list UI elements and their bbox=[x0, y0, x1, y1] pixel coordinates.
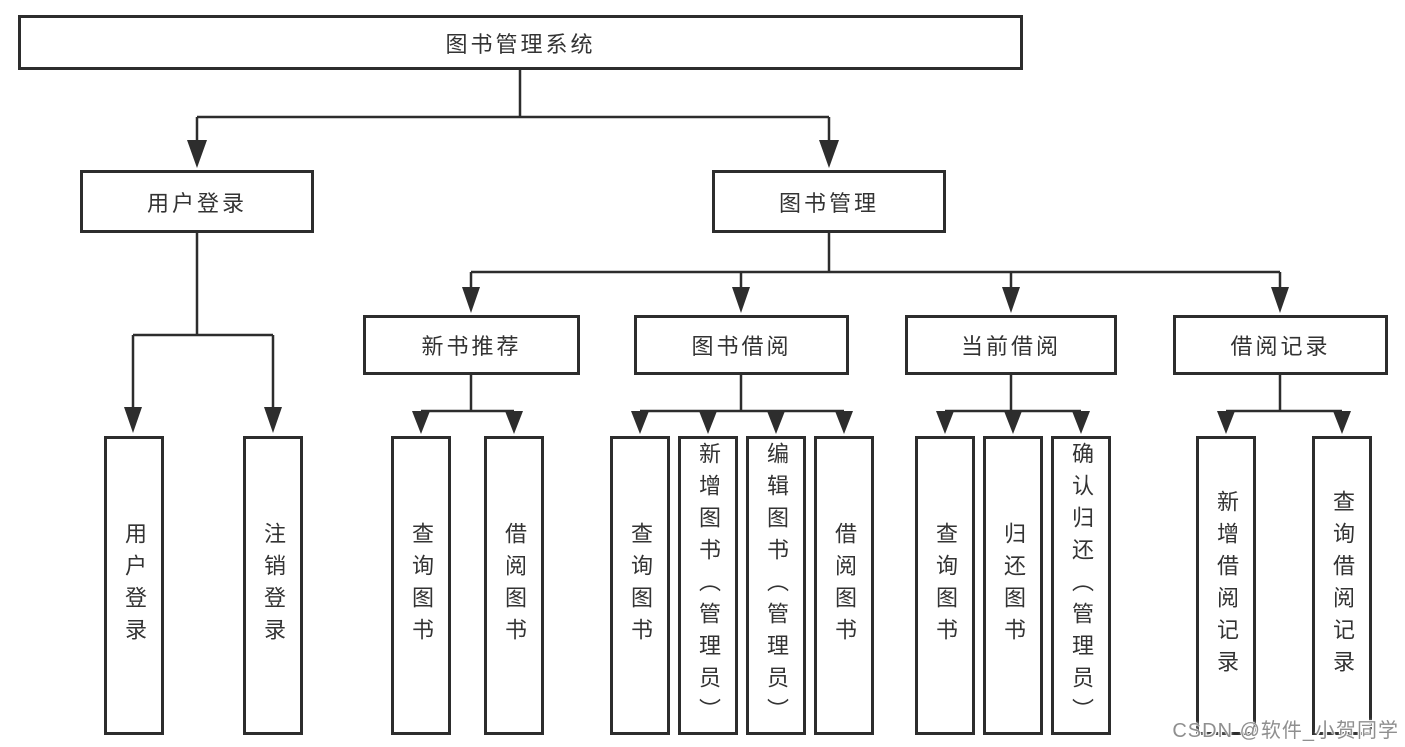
arrow-icon bbox=[462, 287, 480, 313]
arrow-icon bbox=[835, 411, 853, 434]
node-edit-books-admin: 编辑图书（管理员） bbox=[746, 436, 806, 735]
csdn-watermark: CSDN @软件_小贺同学 bbox=[1172, 720, 1399, 742]
node-borrow-books-recommend: 借阅图书 bbox=[484, 436, 544, 735]
node-book-borrowing: 图书借阅 bbox=[634, 315, 849, 375]
arrow-icon bbox=[412, 411, 430, 434]
node-logout-login: 注销登录 bbox=[243, 436, 303, 735]
node-label: 新增借阅记录 bbox=[1214, 489, 1239, 682]
node-label: 归还图书 bbox=[1001, 521, 1026, 650]
node-query-books-current: 查询图书 bbox=[915, 436, 975, 735]
arrow-icon bbox=[1002, 287, 1020, 313]
arrow-icon bbox=[1333, 411, 1351, 434]
node-query-borrow-record: 查询借阅记录 bbox=[1312, 436, 1372, 735]
arrow-icon bbox=[1271, 287, 1289, 313]
arrow-icon bbox=[819, 140, 839, 168]
node-label: 确认归还（管理员） bbox=[1069, 441, 1094, 730]
node-label: 图书借阅 bbox=[691, 334, 792, 359]
node-label: 查询图书 bbox=[409, 521, 434, 650]
node-label: 查询借阅记录 bbox=[1330, 489, 1355, 682]
node-label: 图书管理 bbox=[778, 190, 879, 216]
arrow-icon bbox=[1072, 411, 1090, 434]
node-current-borrowing: 当前借阅 bbox=[905, 315, 1117, 375]
arrow-icon bbox=[505, 411, 523, 434]
node-label: 借阅图书 bbox=[502, 521, 527, 650]
node-label: 新增图书（管理员） bbox=[696, 441, 721, 730]
node-label: 用户登录 bbox=[146, 190, 247, 216]
node-label: 新书推荐 bbox=[421, 334, 522, 359]
node-query-books-borrow: 查询图书 bbox=[610, 436, 670, 735]
node-add-books-admin: 新增图书（管理员） bbox=[678, 436, 738, 735]
node-return-books: 归还图书 bbox=[983, 436, 1043, 735]
arrow-icon bbox=[936, 411, 954, 434]
node-label: 查询图书 bbox=[628, 521, 653, 650]
arrow-icon bbox=[187, 140, 207, 168]
arrow-icon bbox=[767, 411, 785, 434]
node-user-login: 用户登录 bbox=[104, 436, 164, 735]
arrow-icon bbox=[124, 407, 142, 433]
node-label: 图书管理系统 bbox=[445, 31, 596, 57]
arrow-icon bbox=[631, 411, 649, 434]
node-borrowing-records: 借阅记录 bbox=[1173, 315, 1388, 375]
node-user-login-branch: 用户登录 bbox=[80, 170, 314, 233]
node-new-book-recommend: 新书推荐 bbox=[363, 315, 580, 375]
node-book-management-branch: 图书管理 bbox=[712, 170, 946, 233]
node-label: 编辑图书（管理员） bbox=[764, 441, 789, 730]
node-root-system: 图书管理系统 bbox=[18, 15, 1023, 70]
node-label: 借阅记录 bbox=[1230, 334, 1331, 359]
arrow-icon bbox=[699, 411, 717, 434]
node-confirm-return-admin: 确认归还（管理员） bbox=[1051, 436, 1111, 735]
node-label: 当前借阅 bbox=[960, 334, 1061, 359]
node-label: 查询图书 bbox=[933, 521, 958, 650]
arrow-icon bbox=[1217, 411, 1235, 434]
arrow-icon bbox=[264, 407, 282, 433]
node-label: 借阅图书 bbox=[832, 521, 857, 650]
node-query-books-recommend: 查询图书 bbox=[391, 436, 451, 735]
node-borrow-books: 借阅图书 bbox=[814, 436, 874, 735]
node-label: 注销登录 bbox=[261, 521, 286, 650]
arrow-icon bbox=[1004, 411, 1022, 434]
node-label: 用户登录 bbox=[122, 521, 147, 650]
node-add-borrow-record: 新增借阅记录 bbox=[1196, 436, 1256, 735]
arrow-icon bbox=[732, 287, 750, 313]
